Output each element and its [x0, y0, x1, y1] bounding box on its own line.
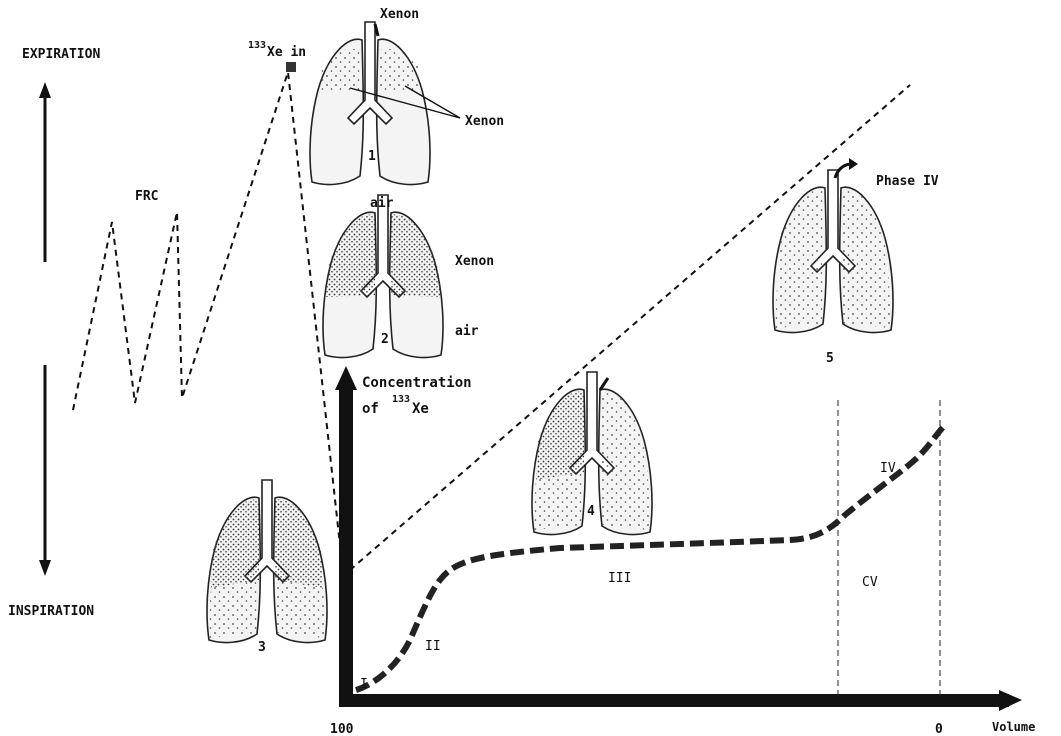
xenon-top-label: Xenon: [380, 7, 419, 22]
lung-number-1: 1: [368, 149, 376, 164]
air-top-label: air: [370, 196, 394, 211]
lung-diagram-5: [773, 170, 893, 332]
expiration-arrow: [39, 82, 51, 262]
phase-iii-label: III: [608, 571, 631, 586]
phase-iv-label: IV: [880, 461, 896, 476]
xenon-right-label-2: Xenon: [455, 254, 494, 269]
volume-axis-label: Volume: [992, 720, 1035, 734]
inspiration-arrow: [39, 365, 51, 576]
expiration-label: EXPIRATION: [22, 47, 100, 62]
phase-iv-title: Phase IV: [876, 174, 939, 189]
xe-in-text: Xe in: [267, 45, 306, 60]
lung-number-4: 4: [587, 504, 595, 519]
xenon-right-label-1: Xenon: [465, 114, 504, 129]
xe-in-marker-icon: [286, 62, 296, 72]
frc-label: FRC: [135, 189, 158, 204]
washout-curve: [356, 425, 945, 690]
lung-number-5: 5: [826, 351, 834, 366]
phase-ii-label: II: [425, 639, 441, 654]
air-right-label-2: air: [455, 324, 479, 339]
concentration-superscript: 133: [392, 394, 410, 405]
concentration-xe-label: Xe: [412, 401, 429, 417]
outflow-arrow-4-icon: [600, 378, 608, 390]
phase-i-label: I: [360, 677, 368, 692]
volume-axis: [339, 690, 1022, 711]
closing-volume-label: CV: [862, 575, 878, 590]
lung-diagram-3: [207, 480, 327, 642]
inspiration-label: INSPIRATION: [8, 604, 94, 619]
lung-number-2: 2: [381, 332, 389, 347]
volume-100-label: 100: [330, 722, 354, 736]
lung-number-3: 3: [258, 640, 266, 655]
volume-0-label: 0: [935, 722, 943, 736]
concentration-of-label: of: [362, 401, 379, 417]
breathing-trace: [73, 72, 340, 545]
xe-in-superscript: 133: [248, 40, 266, 51]
xe-in-label: 133 Xe in: [248, 40, 306, 72]
concentration-axis-label: Concentration: [362, 375, 472, 391]
